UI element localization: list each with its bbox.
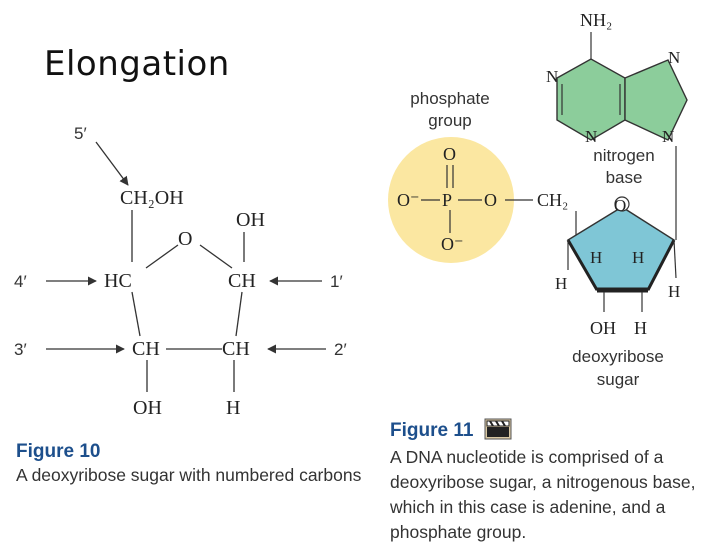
sugar-h2: H xyxy=(632,248,644,267)
sugar-h-bottom: H xyxy=(634,318,647,338)
bond-c4-o xyxy=(145,244,179,269)
base-n-top-right: N xyxy=(668,48,680,67)
bond-c4-c3 xyxy=(131,291,141,337)
phosphate-label-2: group xyxy=(428,111,471,130)
base-five-ring xyxy=(624,59,688,141)
h-bottom: H xyxy=(226,397,240,419)
oh-bottom: OH xyxy=(133,397,162,419)
sugar-ring xyxy=(567,206,675,291)
base-n-bottom: N xyxy=(585,127,597,146)
slide-title: Elongation xyxy=(44,44,230,84)
figure11-structure: phosphate group O O⁻ P O O⁻ CH₂ NH₂ N N xyxy=(388,10,688,389)
phosphate-o-bottom: O⁻ xyxy=(441,234,464,254)
carbon-label-5: 5′ xyxy=(74,124,87,143)
bond-o-c1 xyxy=(199,244,233,269)
arrow-5 xyxy=(95,141,129,186)
base-nh2: NH₂ xyxy=(580,10,612,30)
sugar-h-left: H xyxy=(555,274,567,293)
figure11-caption-title: Figure 11 xyxy=(390,420,474,441)
oh-top: OH xyxy=(236,209,265,231)
ch2oh-group: CH₂OH xyxy=(120,187,184,209)
carbon-label-4: 4′ xyxy=(14,272,27,291)
sugar-h-right: H xyxy=(668,282,680,301)
phosphate-o-left: O⁻ xyxy=(397,190,420,210)
ring-oxygen: O xyxy=(178,228,192,250)
phosphate-p: P xyxy=(442,190,452,210)
carbon-label-1: 1′ xyxy=(330,272,343,291)
phosphate-o-right: O xyxy=(484,190,497,210)
bond-h-right xyxy=(673,239,677,279)
hc-group: HC xyxy=(104,270,132,292)
deoxyribose-label-2: sugar xyxy=(597,370,640,389)
figure10-caption-title: Figure 10 xyxy=(16,441,101,462)
figure11-caption-text: A DNA nucleotide is comprised of a deoxy… xyxy=(390,447,696,542)
phosphate-o-top: O xyxy=(443,144,456,164)
figure11-caption: Figure 11 A DNA nucleotide is comprised … xyxy=(390,418,710,545)
figure10-caption-text: A deoxyribose sugar with numbered carbon… xyxy=(16,465,362,485)
carbon-label-2: 2′ xyxy=(334,340,347,359)
nitrogen-base-label-1: nitrogen xyxy=(593,146,654,165)
phosphate-circle xyxy=(388,137,514,263)
sugar-oh: OH xyxy=(590,318,616,338)
carbon-label-3: 3′ xyxy=(14,340,27,359)
sugar-h1: H xyxy=(590,248,602,267)
ch-bottom-left-group: CH xyxy=(132,338,160,360)
ch-bottom-right-group: CH xyxy=(222,338,250,360)
sugar-ch2: CH₂ xyxy=(537,190,568,210)
base-n-left: N xyxy=(546,67,558,86)
nitrogen-base-label-2: base xyxy=(606,168,643,187)
sugar-ring-o: O xyxy=(614,196,626,215)
figure10-caption: Figure 10 A deoxyribose sugar with numbe… xyxy=(16,441,366,488)
base-n-glycosidic: N xyxy=(662,127,674,146)
deoxyribose-label-1: deoxyribose xyxy=(572,347,664,366)
sugar-ring-o-circle xyxy=(614,196,630,212)
sugar-edge-left xyxy=(566,239,599,291)
film-clapper-icon[interactable] xyxy=(484,418,512,445)
bond-c1-c2 xyxy=(235,291,243,337)
phosphate-label-1: phosphate xyxy=(410,89,489,108)
figure10-structure: 5′ CH₂OH O OH 4′ HC CH 1′ 3′ CH xyxy=(14,124,347,419)
sugar-edge-right xyxy=(646,239,676,291)
ch-right-group: CH xyxy=(228,270,256,292)
